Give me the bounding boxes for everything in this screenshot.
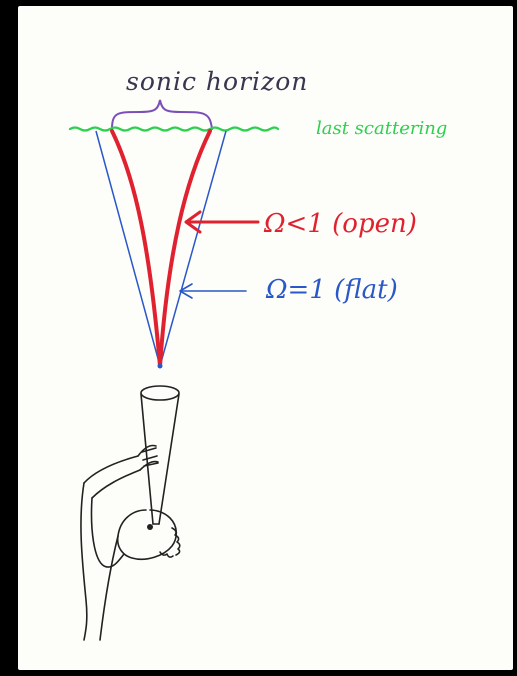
observer-head [118, 510, 177, 559]
telescope-mouth [141, 386, 179, 400]
omega-open-label: Ω<1 (open) [263, 209, 417, 239]
open-arrow [186, 212, 258, 232]
flat-arrow [180, 284, 246, 298]
last-scattering-line [70, 128, 278, 131]
omega-flat-label: Ω=1 (flat) [265, 275, 398, 305]
observer-figure [81, 386, 180, 640]
sonic-horizon-label: sonic horizon [126, 67, 308, 96]
observer-point [158, 364, 163, 369]
observer-arm [84, 456, 140, 498]
flat-cone-right [160, 131, 226, 366]
observer-body [81, 483, 124, 640]
last-scattering-label: last scattering [316, 118, 447, 139]
open-cone-right [160, 131, 210, 366]
observer-eye [147, 524, 153, 530]
sonic-horizon-brace [112, 100, 212, 129]
open-cone-left [112, 131, 160, 366]
